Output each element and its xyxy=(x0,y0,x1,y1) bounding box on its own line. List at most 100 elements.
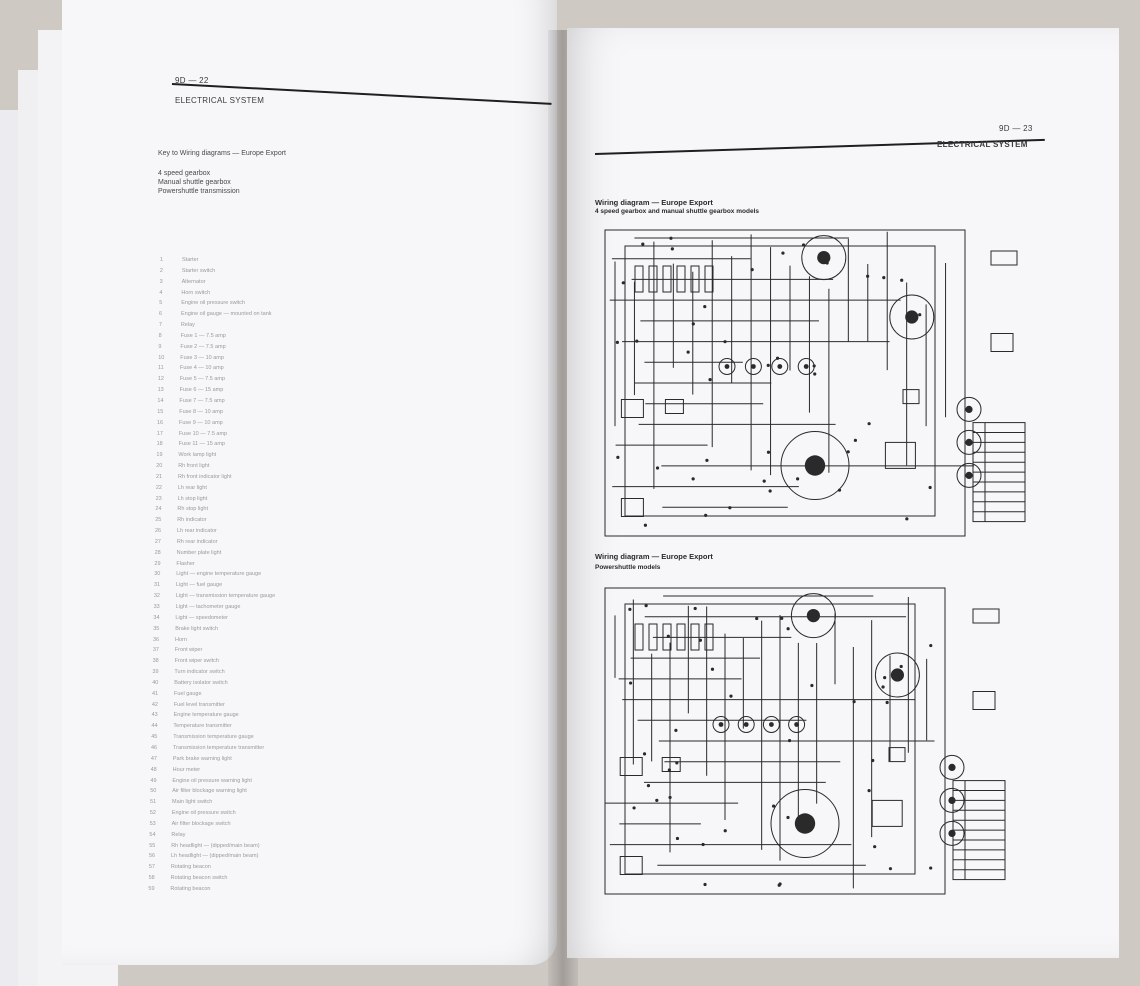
gauge-center xyxy=(948,763,956,771)
fuse xyxy=(676,623,686,651)
wire-junction xyxy=(644,604,648,608)
fuse xyxy=(704,623,714,651)
key-item-number: 10 xyxy=(158,354,165,361)
gauge-center xyxy=(965,471,973,479)
component-box xyxy=(972,691,996,710)
key-item-number: 3 xyxy=(159,278,163,285)
gauge-center xyxy=(803,364,809,369)
key-item-label: Turn indicator switch xyxy=(174,669,225,676)
wire-junction xyxy=(853,438,858,442)
key-item-number: 29 xyxy=(154,560,161,567)
key-item-number: 52 xyxy=(149,810,156,817)
wire-junction xyxy=(621,281,625,285)
wire-junction xyxy=(698,638,702,642)
wire-junction xyxy=(641,242,645,246)
component-box xyxy=(884,441,916,469)
key-item-label: Hour meter xyxy=(172,766,201,773)
wire-junction xyxy=(873,845,877,849)
gauge-center xyxy=(751,364,756,369)
wire-junction xyxy=(929,866,933,870)
key-item-number: 56 xyxy=(149,853,156,860)
key-item-number: 43 xyxy=(151,712,158,719)
wire-junction xyxy=(867,788,871,793)
key-item-label: Transmission temperature transmitter xyxy=(173,744,265,751)
component-box xyxy=(619,856,643,875)
key-item-label: Engine oil gauge — mounted on tank xyxy=(181,311,272,318)
fuse xyxy=(634,265,644,293)
wire-junction xyxy=(899,664,903,669)
key-item-label: Lh rear indicator xyxy=(177,528,217,535)
wire-junction xyxy=(666,634,670,638)
wire-junction xyxy=(669,236,673,240)
wire-junction xyxy=(704,513,708,517)
key-item-number: 28 xyxy=(154,549,161,556)
component-box xyxy=(661,757,681,772)
wire-junction xyxy=(616,455,620,459)
key-item-label: Rh front indicator light xyxy=(178,473,232,480)
fuse xyxy=(662,623,672,651)
wire-junction xyxy=(632,806,636,810)
gauge-circle xyxy=(956,462,982,488)
gauge-circle xyxy=(718,358,736,375)
key-item-number: 33 xyxy=(153,604,160,610)
diagram1-subtitle: 4 speed gearbox and manual shuttle gearb… xyxy=(595,208,759,215)
key-item-label: Fuse 6 — 15 amp xyxy=(179,387,224,394)
gauge-center xyxy=(777,364,783,369)
wire-junction xyxy=(837,488,842,492)
gauge-circle xyxy=(744,358,762,375)
diagram1-title: Wiring diagram — Europe Export xyxy=(595,198,713,207)
gauge-center xyxy=(948,796,956,804)
wire-junction xyxy=(852,700,856,704)
wire-junction xyxy=(643,523,648,527)
key-item-label: Starter xyxy=(182,257,199,263)
key-item-number: 7 xyxy=(158,322,162,329)
wire-junction xyxy=(675,761,679,765)
fuse xyxy=(676,265,686,293)
wire-junction xyxy=(882,276,886,280)
key-item-label: Engine oil pressure switch xyxy=(181,300,246,307)
gauge-circle xyxy=(956,396,982,422)
key-item-label: Lh rear light xyxy=(177,484,207,491)
key-item-number: 31 xyxy=(154,582,161,589)
wire-junction xyxy=(655,466,660,470)
wire-junction xyxy=(866,274,870,278)
key-item-label: Front wiper switch xyxy=(174,658,219,665)
key-item-label: Lh stop light xyxy=(177,495,208,502)
gauge-center xyxy=(804,455,826,476)
gauge-center xyxy=(769,722,774,727)
right-page-number: 9D — 23 xyxy=(999,124,1033,133)
gauge-circle xyxy=(939,754,965,780)
wire-junction xyxy=(787,738,792,743)
wire-junction xyxy=(813,372,817,376)
key-item-label: Fuse 3 — 10 amp xyxy=(180,354,224,361)
wire-junction xyxy=(642,752,647,756)
key-item-label: Air filter blockage switch xyxy=(171,820,231,827)
key-item-number: 19 xyxy=(156,452,163,459)
wire-junction xyxy=(781,251,785,255)
key-item-number: 11 xyxy=(158,365,164,372)
key-item-number: 21 xyxy=(156,473,163,480)
wire-junction xyxy=(883,676,887,680)
wire-junction xyxy=(775,356,780,360)
key-item-label: Battery isolator switch xyxy=(174,679,228,686)
